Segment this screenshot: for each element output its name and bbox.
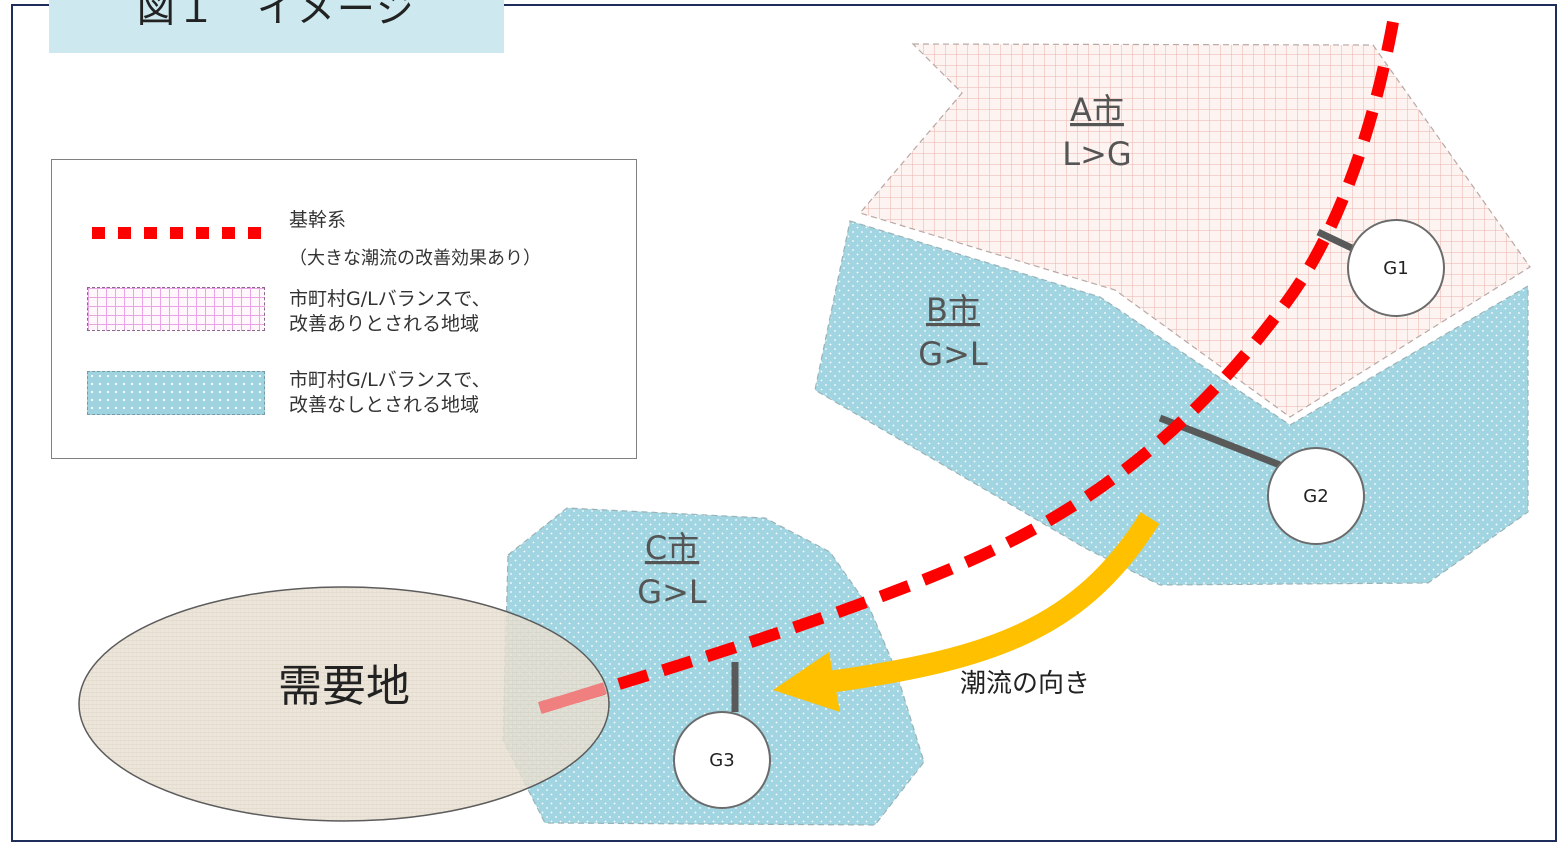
city-a-balance: L>G (1062, 135, 1131, 173)
legend-not-improved-line1: 市町村G/Lバランスで、 (289, 369, 491, 391)
legend-not-improved-swatch (87, 371, 265, 415)
city-b-name: B市 (926, 291, 980, 329)
legend-trunk-sub: （大きな潮流の改善効果あり） (289, 248, 541, 269)
generator-g3-label: G3 (709, 750, 734, 771)
legend-improved-swatch (87, 287, 265, 331)
legend-trunk-swatch (92, 227, 264, 239)
title-box: 図１ イメージ (49, 0, 504, 53)
trunk-line (538, 20, 1399, 714)
generator-g3 (673, 711, 771, 809)
legend-box: 基幹系 （大きな潮流の改善効果あり） 市町村G/Lバランスで、 改善ありとされる… (51, 159, 637, 459)
city-a-name: A市 (1070, 91, 1124, 129)
flow-label: 潮流の向き (960, 669, 1090, 699)
demand-area (78, 586, 610, 822)
generator-g1 (1347, 219, 1445, 317)
g1-connector (1316, 228, 1358, 254)
legend-improved-line1: 市町村G/Lバランスで、 (289, 288, 491, 310)
trunk-line-demand-segment (538, 682, 607, 714)
demand-label: 需要地 (278, 661, 410, 712)
generator-g1-label: G1 (1383, 258, 1408, 279)
legend-not-improved-line2: 改善なしとされる地域 (289, 394, 480, 416)
city-c-name: C市 (645, 529, 699, 567)
flow-arrow-body (820, 512, 1160, 694)
legend-trunk-label: 基幹系 (289, 209, 347, 231)
flow-arrow-head (773, 652, 840, 712)
generator-g2 (1267, 447, 1365, 545)
generator-g2-label: G2 (1303, 486, 1328, 507)
legend-improved-line2: 改善ありとされる地域 (289, 313, 480, 335)
figure-title: 図１ イメージ (136, 0, 417, 31)
city-c-balance: G>L (637, 573, 707, 611)
city-b-balance: G>L (918, 335, 988, 373)
